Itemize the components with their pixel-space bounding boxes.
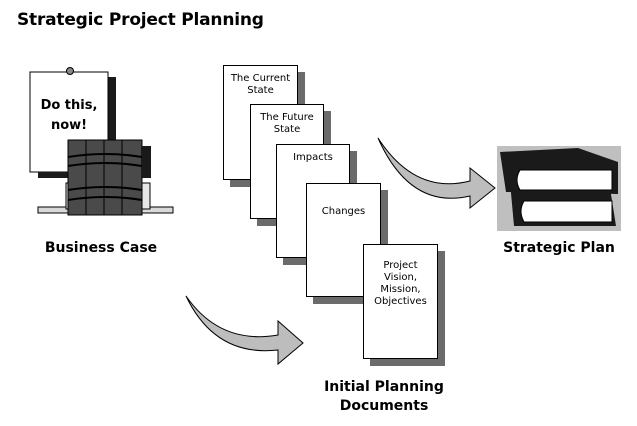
arrow-to-strategic-plan: [377, 137, 496, 210]
strategic-plan-label: Strategic Plan: [503, 240, 615, 256]
initial-planning-documents-label: Initial Planning Documents: [324, 379, 444, 414]
business-case-label: Business Case: [44, 240, 158, 256]
note-text: Do this, now!: [40, 98, 98, 133]
stacked-books-icon: [500, 148, 618, 226]
binder-books-icon: [67, 139, 151, 216]
page-title: Strategic Project Planning: [17, 10, 264, 30]
document-project-vision: Project Vision, Mission, Objectives: [363, 244, 438, 359]
arrow-to-planning-documents: [185, 295, 304, 366]
